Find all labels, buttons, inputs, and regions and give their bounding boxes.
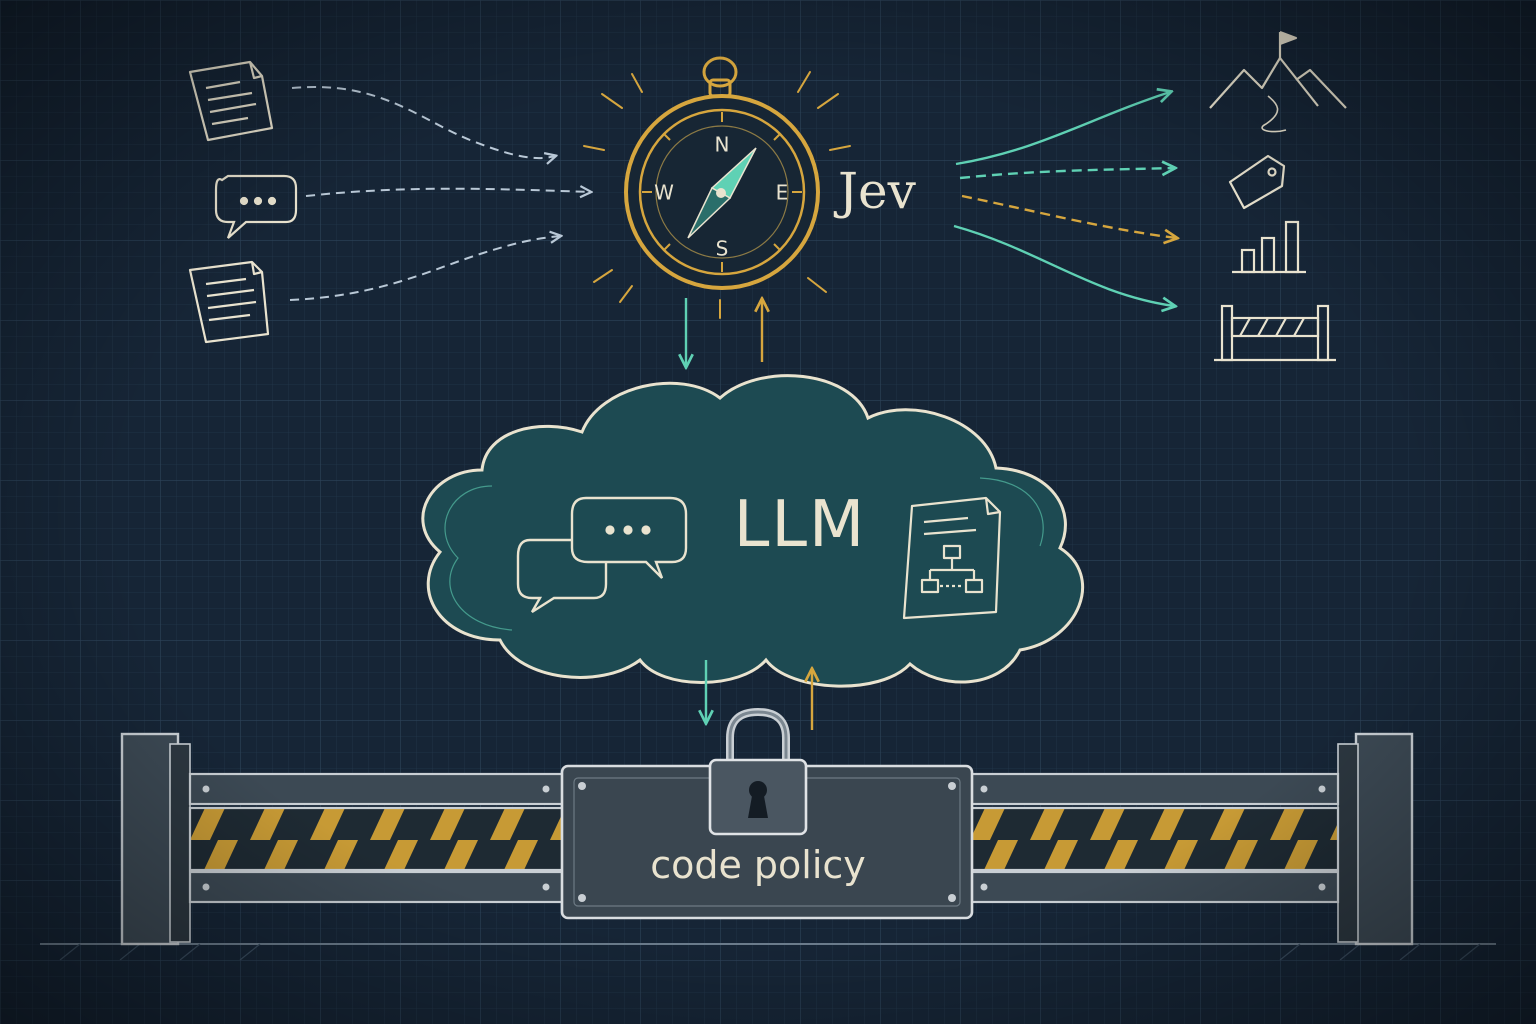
right-barrier	[964, 772, 1340, 904]
right-post	[1354, 732, 1414, 946]
compass-north-label: N	[715, 133, 730, 157]
compass-east-label: E	[776, 181, 789, 205]
llm-label: LLM	[734, 488, 867, 562]
compass-south-label: S	[716, 237, 729, 261]
left-barrier	[188, 772, 568, 904]
compass-west-label: W	[654, 181, 674, 205]
flowchart-document-icon	[902, 496, 1002, 620]
jev-label: Jev	[833, 162, 917, 220]
code-policy-label: code policy	[650, 843, 866, 887]
